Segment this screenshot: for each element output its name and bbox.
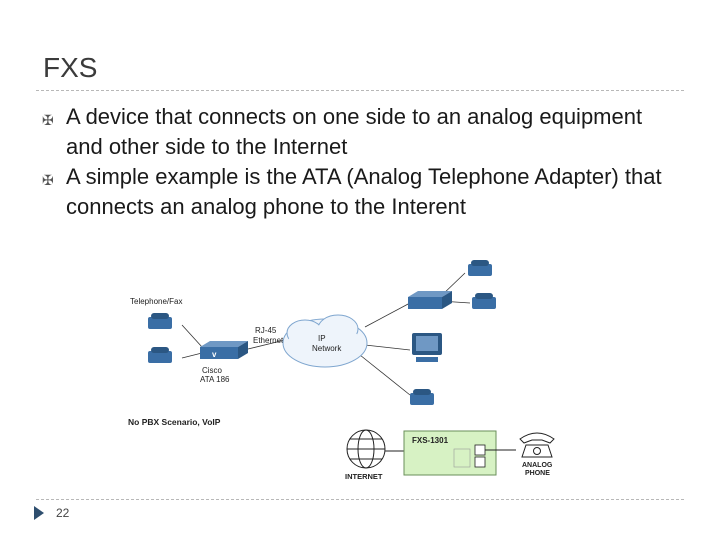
bullet-item: ✠ A device that connects on one side to … <box>42 102 662 162</box>
telephone-icon <box>148 347 172 363</box>
bullet-icon: ✠ <box>42 112 54 128</box>
computer-icon <box>412 333 442 362</box>
router-icon <box>408 291 452 309</box>
page-marker-icon <box>34 506 44 520</box>
rj45-label: RJ-45 <box>255 326 277 335</box>
analog-label: ANALOG <box>522 462 553 469</box>
cloud-icon <box>282 314 368 368</box>
network-label: Network <box>312 344 342 353</box>
globe-icon <box>346 429 386 469</box>
fxs-port <box>474 444 486 456</box>
cisco-label: Cisco <box>202 366 223 375</box>
fxs-device-figure: INTERNET FXS-1301 ANALOG PHONE <box>345 429 555 481</box>
telephone-icon <box>468 260 492 276</box>
svg-text:v: v <box>212 350 217 359</box>
phone-label: PHONE <box>525 470 550 477</box>
internet-label: INTERNET <box>345 472 383 481</box>
fxs-port <box>474 456 486 468</box>
ip-label: IP <box>318 334 326 343</box>
bullet-list: ✠ A device that connects on one side to … <box>42 102 662 222</box>
telephone-icon <box>472 293 496 309</box>
bullet-item: ✠ A simple example is the ATA (Analog Te… <box>42 162 662 222</box>
telephone-icon <box>519 432 555 458</box>
fxs-led-panel <box>453 448 471 468</box>
voip-network-diagram: Telephone/Fax v Cisco ATA 186 RJ-45 Ethe… <box>128 260 496 427</box>
ata-device-icon: v <box>200 341 248 359</box>
bullet-text: A device that connects on one side to an… <box>66 104 643 159</box>
diagram-caption: No PBX Scenario, VoIP <box>128 417 221 427</box>
telephone-fax-label: Telephone/Fax <box>130 297 182 306</box>
telephone-icon <box>148 313 172 329</box>
slide-title: FXS <box>43 52 98 83</box>
ata-model-label: ATA 186 <box>200 375 230 384</box>
telephone-icon <box>410 389 434 405</box>
page-number: 22 <box>56 506 70 520</box>
fxs-model-label: FXS-1301 <box>412 436 449 445</box>
title-divider <box>36 90 684 91</box>
footer-divider <box>36 499 684 500</box>
ethernet-label: Ethernet <box>253 336 284 345</box>
bullet-text: A simple example is the ATA (Analog Tele… <box>66 164 662 219</box>
bullet-icon: ✠ <box>42 172 54 188</box>
